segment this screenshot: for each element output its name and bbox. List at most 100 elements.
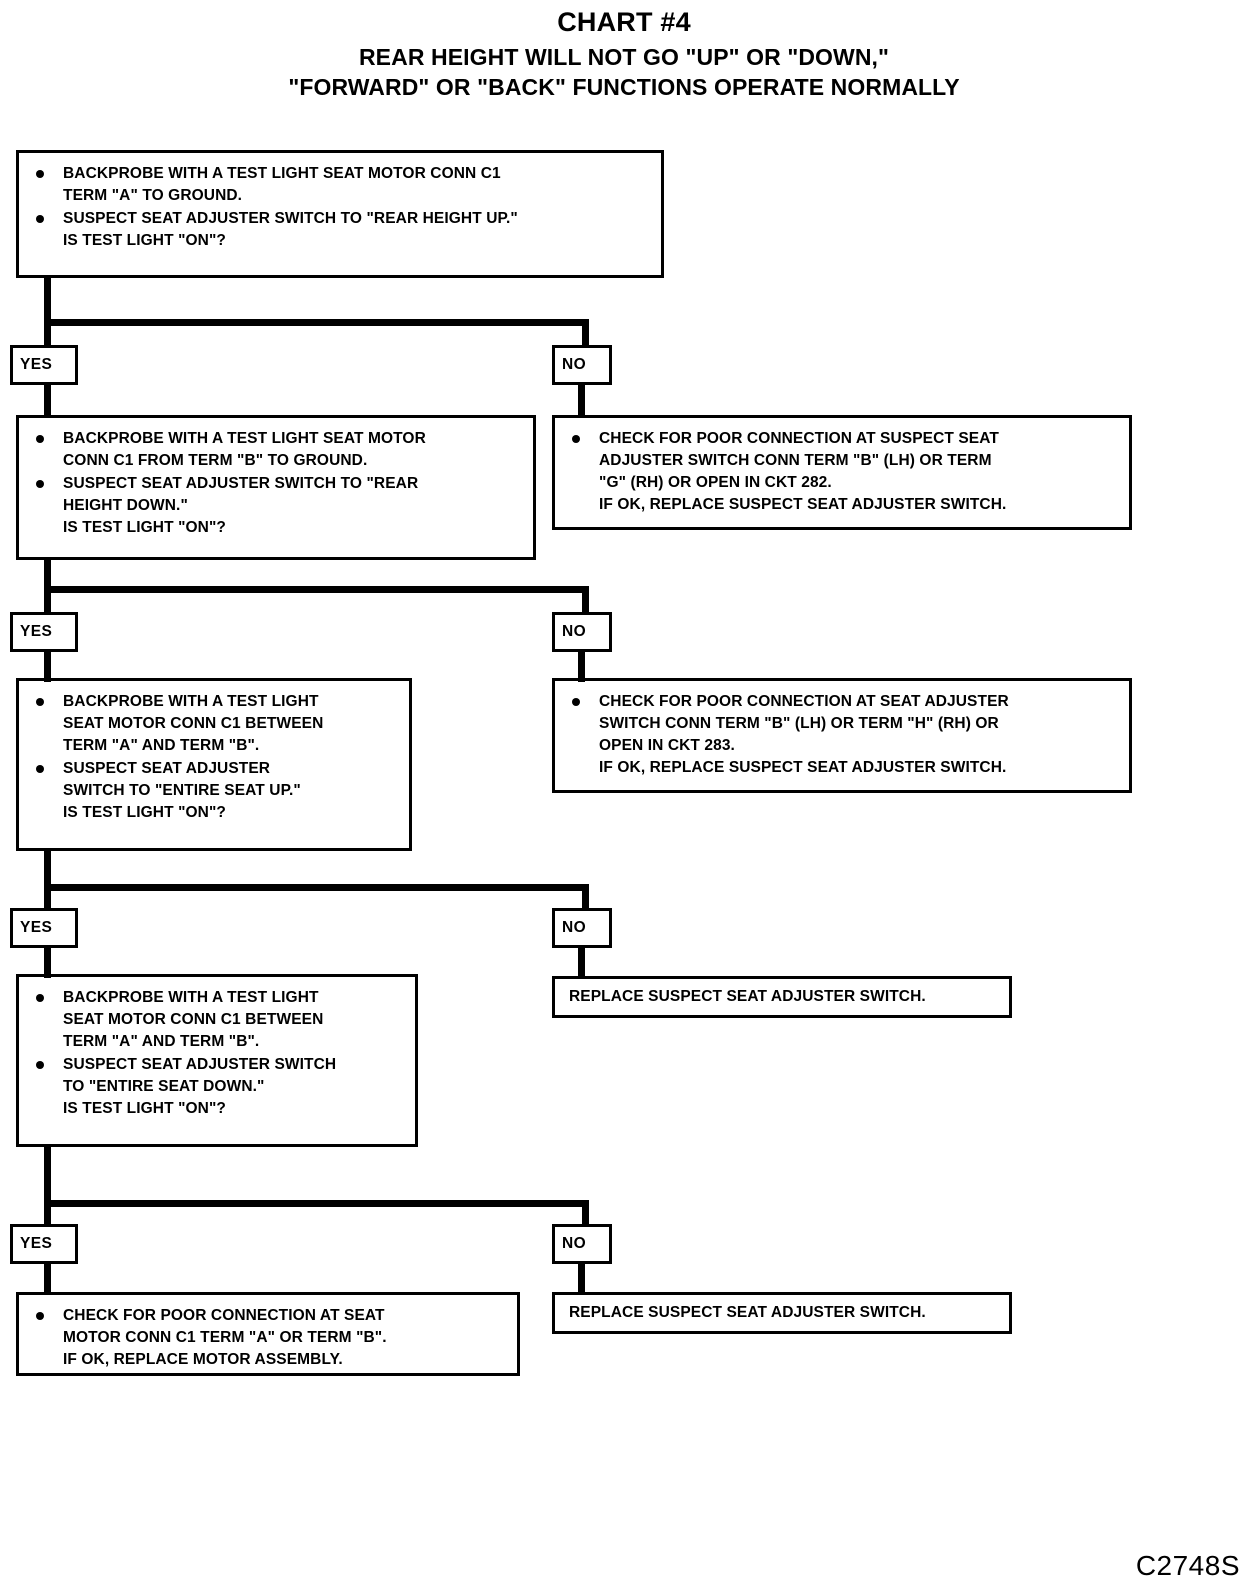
a1-item-1: CHECK FOR POOR CONNECTION AT SUSPECT SEA… [569, 428, 1119, 516]
decision-box-q1: BACKPROBE WITH A TEST LIGHT SEAT MOTOR C… [16, 150, 664, 278]
q1-item-1: BACKPROBE WITH A TEST LIGHT SEAT MOTOR C… [33, 163, 651, 207]
a2-item-1: CHECK FOR POOR CONNECTION AT SEAT ADJUST… [569, 691, 1119, 779]
bullet-icon [36, 1061, 44, 1069]
bullet-icon [36, 480, 44, 488]
connector-yes4-to-a5 [44, 1262, 51, 1294]
a5-line-2: MOTOR CONN C1 TERM "A" OR TERM "B". [63, 1329, 387, 1346]
decision-box-q2: BACKPROBE WITH A TEST LIGHT SEAT MOTOR C… [16, 415, 536, 560]
branch-label-yes-1: YES [10, 345, 78, 385]
a1-item-list: CHECK FOR POOR CONNECTION AT SUSPECT SEA… [569, 428, 1119, 516]
q4-item-list: BACKPROBE WITH A TEST LIGHT SEAT MOTOR C… [33, 987, 405, 1120]
decision-box-q4: BACKPROBE WITH A TEST LIGHT SEAT MOTOR C… [16, 974, 418, 1147]
decision-box-q3: BACKPROBE WITH A TEST LIGHT SEAT MOTOR C… [16, 678, 412, 851]
yes-label-text: YES [20, 623, 53, 640]
connector-q1-no-down [582, 319, 589, 367]
connector-q1-branch [44, 319, 589, 326]
q4-item-1-line-3: TERM "A" AND TERM "B". [63, 1033, 260, 1050]
branch-label-no-1: NO [552, 345, 612, 385]
q2-item-list: BACKPROBE WITH A TEST LIGHT SEAT MOTOR C… [33, 428, 523, 539]
q3-item-1-line-2: SEAT MOTOR CONN C1 BETWEEN [63, 715, 324, 732]
q1-item-1-line-2: TERM "A" TO GROUND. [63, 187, 243, 204]
q3-item-2: SUSPECT SEAT ADJUSTER SWITCH TO "ENTIRE … [33, 758, 399, 824]
q2-item-2-line-1: SUSPECT SEAT ADJUSTER SWITCH TO "REAR [63, 475, 419, 492]
connector-no1-to-a1 [578, 383, 585, 417]
a1-line-4: IF OK, REPLACE SUSPECT SEAT ADJUSTER SWI… [599, 496, 1007, 513]
q3-item-1: BACKPROBE WITH A TEST LIGHT SEAT MOTOR C… [33, 691, 399, 757]
a1-line-3: "G" (RH) OR OPEN IN CKT 282. [599, 474, 832, 491]
no-label-text: NO [562, 1235, 587, 1252]
q1-item-2-line-2: IS TEST LIGHT "ON"? [63, 232, 226, 249]
action-box-a4: REPLACE SUSPECT SEAT ADJUSTER SWITCH. [552, 1292, 1012, 1334]
q4-item-1-line-2: SEAT MOTOR CONN C1 BETWEEN [63, 1011, 324, 1028]
no-label-text: NO [562, 356, 587, 373]
q1-item-1-line-1: BACKPROBE WITH A TEST LIGHT SEAT MOTOR C… [63, 165, 501, 182]
bullet-icon [36, 170, 44, 178]
a2-line-1: CHECK FOR POOR CONNECTION AT SEAT ADJUST… [599, 693, 1009, 710]
bullet-icon [36, 215, 44, 223]
yes-label-text: YES [20, 1235, 53, 1252]
connector-q4-no-down [582, 1200, 589, 1228]
q1-item-list: BACKPROBE WITH A TEST LIGHT SEAT MOTOR C… [33, 163, 651, 252]
bullet-icon [36, 994, 44, 1002]
a5-line-3: IF OK, REPLACE MOTOR ASSEMBLY. [63, 1351, 343, 1368]
q1-item-2-line-1: SUSPECT SEAT ADJUSTER SWITCH TO "REAR HE… [63, 210, 518, 227]
q4-item-1: BACKPROBE WITH A TEST LIGHT SEAT MOTOR C… [33, 987, 405, 1053]
bullet-icon [36, 435, 44, 443]
yes-label-text: YES [20, 356, 53, 373]
a2-item-list: CHECK FOR POOR CONNECTION AT SEAT ADJUST… [569, 691, 1119, 779]
q2-item-1-line-1: BACKPROBE WITH A TEST LIGHT SEAT MOTOR [63, 430, 426, 447]
a2-line-2: SWITCH CONN TERM "B" (LH) OR TERM "H" (R… [599, 715, 999, 732]
q2-item-1: BACKPROBE WITH A TEST LIGHT SEAT MOTOR C… [33, 428, 523, 472]
connector-q2-no-down [582, 586, 589, 614]
q2-item-2-line-2: HEIGHT DOWN." [63, 497, 188, 514]
q1-item-2: SUSPECT SEAT ADJUSTER SWITCH TO "REAR HE… [33, 208, 651, 252]
q4-item-2-line-1: SUSPECT SEAT ADJUSTER SWITCH [63, 1056, 337, 1073]
connector-q4-down [44, 1145, 51, 1225]
q3-item-1-line-3: TERM "A" AND TERM "B". [63, 737, 260, 754]
figure-reference-code: C2748S [1135, 1550, 1240, 1581]
branch-label-no-3: NO [552, 908, 612, 948]
q3-item-2-line-3: IS TEST LIGHT "ON"? [63, 804, 226, 821]
bullet-icon [36, 698, 44, 706]
q3-item-2-line-1: SUSPECT SEAT ADJUSTER [63, 760, 271, 777]
action-box-a5: CHECK FOR POOR CONNECTION AT SEAT MOTOR … [16, 1292, 520, 1376]
bullet-icon [36, 1312, 44, 1320]
branch-label-yes-4: YES [10, 1224, 78, 1264]
connector-q2-down [44, 558, 51, 638]
action-box-a1: CHECK FOR POOR CONNECTION AT SUSPECT SEA… [552, 415, 1132, 530]
chart-subtitle-line-1: REAR HEIGHT WILL NOT GO "UP" OR "DOWN," [358, 43, 890, 70]
bullet-icon [572, 698, 580, 706]
q2-item-2: SUSPECT SEAT ADJUSTER SWITCH TO "REAR HE… [33, 473, 523, 539]
q2-item-1-line-2: CONN C1 FROM TERM "B" TO GROUND. [63, 452, 368, 469]
chart-subtitle-line-2: "FORWARD" OR "BACK" FUNCTIONS OPERATE NO… [288, 74, 960, 101]
chart-number-title: CHART #4 [557, 7, 691, 37]
a2-line-3: OPEN IN CKT 283. [599, 737, 735, 754]
connector-no4-to-a4 [578, 1262, 585, 1294]
bullet-icon [572, 435, 580, 443]
branch-label-yes-2: YES [10, 612, 78, 652]
a5-item-1: CHECK FOR POOR CONNECTION AT SEAT MOTOR … [33, 1305, 507, 1371]
a4-text: REPLACE SUSPECT SEAT ADJUSTER SWITCH. [569, 1304, 926, 1321]
connector-yes3-to-q4 [44, 946, 51, 978]
a1-line-1: CHECK FOR POOR CONNECTION AT SUSPECT SEA… [599, 430, 999, 447]
page-title: CHART #4 REAR HEIGHT WILL NOT GO "UP" OR… [0, 6, 1248, 102]
a3-text: REPLACE SUSPECT SEAT ADJUSTER SWITCH. [569, 988, 926, 1005]
action-box-a3: REPLACE SUSPECT SEAT ADJUSTER SWITCH. [552, 976, 1012, 1018]
a5-item-list: CHECK FOR POOR CONNECTION AT SEAT MOTOR … [33, 1305, 507, 1371]
q4-item-2-line-3: IS TEST LIGHT "ON"? [63, 1100, 226, 1117]
connector-q2-branch [44, 586, 589, 593]
a1-line-2: ADJUSTER SWITCH CONN TERM "B" (LH) OR TE… [599, 452, 992, 469]
q4-item-2-line-2: TO "ENTIRE SEAT DOWN." [63, 1078, 265, 1095]
q3-item-2-line-2: SWITCH TO "ENTIRE SEAT UP." [63, 782, 301, 799]
branch-label-yes-3: YES [10, 908, 78, 948]
connector-q3-no-down [582, 884, 589, 912]
yes-label-text: YES [20, 919, 53, 936]
connector-q3-branch [44, 884, 589, 891]
bullet-icon [36, 765, 44, 773]
no-label-text: NO [562, 919, 587, 936]
q3-item-1-line-1: BACKPROBE WITH A TEST LIGHT [63, 693, 319, 710]
a5-line-1: CHECK FOR POOR CONNECTION AT SEAT [63, 1307, 385, 1324]
connector-no3-to-a3 [578, 946, 585, 978]
q4-item-2: SUSPECT SEAT ADJUSTER SWITCH TO "ENTIRE … [33, 1054, 405, 1120]
